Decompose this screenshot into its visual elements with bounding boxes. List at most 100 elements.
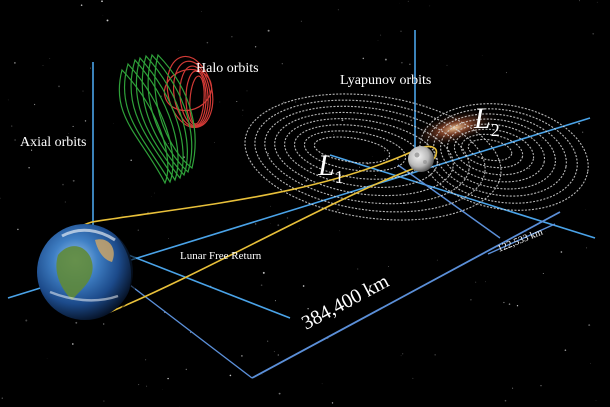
- axial-orbits: [118, 53, 196, 185]
- lyapunov-orbit-ring: [254, 99, 486, 213]
- star: [525, 231, 527, 233]
- star: [102, 14, 104, 16]
- star: [236, 101, 238, 103]
- star: [281, 63, 283, 65]
- star: [219, 101, 221, 103]
- star: [72, 125, 74, 127]
- dimension-lines: [129, 164, 561, 379]
- star: [286, 217, 289, 219]
- star: [481, 55, 483, 56]
- star: [58, 85, 60, 88]
- star: [137, 229, 139, 231]
- star: [578, 122, 581, 125]
- lyapunov-orbit-ring: [264, 105, 470, 205]
- star: [307, 308, 309, 310]
- star: [277, 354, 279, 356]
- star: [436, 259, 438, 261]
- star: [337, 9, 339, 11]
- star: [545, 231, 546, 232]
- star: [71, 343, 74, 345]
- star: [508, 303, 511, 305]
- star: [261, 374, 263, 376]
- star: [592, 32, 595, 35]
- star: [262, 271, 265, 274]
- star: [0, 197, 1, 199]
- star: [267, 152, 269, 155]
- star: [337, 208, 339, 211]
- star: [38, 144, 40, 146]
- lyapunov-orbit-ring: [274, 111, 454, 197]
- lyapunov-orbit-ring: [284, 118, 438, 188]
- star: [185, 368, 187, 371]
- star: [302, 285, 305, 287]
- star: [412, 377, 414, 379]
- star: [49, 58, 51, 59]
- star: [359, 166, 360, 168]
- star: [388, 266, 389, 267]
- l1-letter: L: [317, 149, 335, 182]
- lyapunov-orbit-ring: [426, 108, 578, 204]
- star: [270, 205, 271, 207]
- star: [46, 358, 48, 359]
- star: [210, 256, 211, 257]
- star: [201, 10, 202, 12]
- star: [333, 134, 335, 135]
- l2-subscript: 2: [491, 120, 500, 140]
- star: [446, 64, 448, 66]
- star: [254, 223, 257, 225]
- star: [138, 384, 140, 386]
- l1-subscript: 1: [335, 167, 344, 187]
- dimension-earth-extension: [129, 284, 253, 379]
- star: [503, 301, 505, 304]
- lyapunov-orbit-ring: [433, 113, 567, 197]
- star: [586, 247, 588, 249]
- star: [540, 385, 542, 387]
- star: [274, 300, 276, 302]
- star: [145, 359, 147, 361]
- star: [282, 101, 285, 104]
- star: [42, 65, 44, 66]
- star: [377, 40, 379, 41]
- star: [339, 230, 340, 232]
- star: [14, 62, 16, 64]
- star: [130, 159, 132, 161]
- star: [357, 179, 358, 180]
- star: [285, 178, 287, 180]
- star: [106, 19, 109, 22]
- star: [242, 109, 244, 111]
- moon-icon: [408, 146, 434, 172]
- lyapunov-orbit-ring: [440, 118, 556, 190]
- star: [564, 349, 567, 352]
- lyapunov-orbit-ring: [303, 130, 407, 172]
- star: [300, 20, 302, 22]
- star: [103, 400, 105, 402]
- lyapunov-orbit-ring: [460, 133, 524, 169]
- star: [167, 377, 169, 380]
- star: [374, 175, 376, 177]
- dimension-earth-moon: [251, 211, 561, 379]
- star: [1, 397, 3, 399]
- lyapunov-orbit-ring: [313, 136, 391, 164]
- star: [199, 207, 201, 208]
- star: [528, 168, 530, 170]
- axial-orbits-label: Axial orbits: [20, 135, 87, 150]
- star: [101, 0, 103, 3]
- star: [402, 353, 404, 355]
- star: [229, 374, 232, 377]
- lyapunov-orbit-ring: [419, 103, 589, 211]
- l1-label: L1: [317, 149, 344, 187]
- lyapunov-orbit-ring: [446, 123, 546, 183]
- earth-icon: [37, 224, 139, 320]
- star: [516, 305, 519, 307]
- star: [362, 57, 365, 60]
- star: [231, 36, 233, 38]
- star: [246, 90, 248, 92]
- star: [588, 324, 591, 327]
- star: [485, 281, 486, 283]
- star: [62, 183, 64, 186]
- star: [310, 167, 312, 170]
- star: [350, 305, 352, 307]
- star: [151, 196, 152, 197]
- star: [273, 351, 275, 353]
